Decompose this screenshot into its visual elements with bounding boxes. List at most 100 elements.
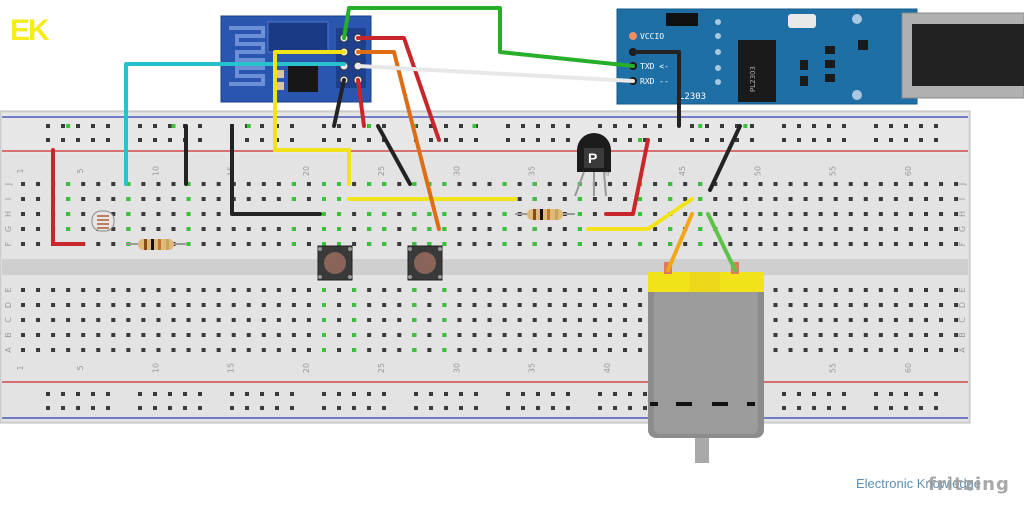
breadboard-hole — [96, 318, 101, 322]
adapter-hole — [715, 65, 721, 71]
breadboard-hole — [758, 212, 763, 216]
breadboard-hole — [126, 303, 131, 307]
breadboard-hole — [803, 333, 808, 337]
rail-hole — [275, 392, 279, 396]
rail-hole — [797, 406, 801, 410]
breadboard-hole — [863, 242, 868, 246]
rail-hole — [536, 124, 540, 128]
breadboard-hole — [397, 333, 402, 337]
breadboard-hole — [878, 348, 883, 352]
rail-hole — [322, 392, 326, 396]
breadboard-hole — [216, 348, 221, 352]
breadboard-hole — [231, 242, 236, 246]
rail-hole — [874, 406, 878, 410]
rail-hole — [183, 392, 187, 396]
rail-hole — [919, 406, 923, 410]
breadboard-hole — [848, 182, 853, 186]
rail-hole — [919, 138, 923, 142]
breadboard-hole — [502, 288, 507, 292]
rail-hole — [444, 124, 448, 128]
breadboard-hole — [833, 333, 838, 337]
breadboard-hole — [111, 242, 116, 246]
breadboard-hole — [758, 197, 763, 201]
breadboard-hole — [653, 197, 658, 201]
breadboard-hole — [472, 242, 477, 246]
connected-hole — [186, 242, 191, 246]
breadboard-hole — [231, 303, 236, 307]
breadboard-hole — [818, 288, 823, 292]
rail-hole — [337, 392, 341, 396]
breadboard-hole — [186, 318, 191, 322]
rail-hole — [782, 138, 786, 142]
rail-hole — [566, 406, 570, 410]
breadboard-hole — [171, 318, 176, 322]
connected-hole — [532, 242, 537, 246]
breadboard-hole — [728, 212, 733, 216]
connected-hole — [698, 227, 703, 231]
breadboard-hole — [276, 197, 281, 201]
breadboard-hole — [337, 348, 342, 352]
rail-hole — [322, 406, 326, 410]
connected-hole — [412, 303, 417, 307]
rail-hole — [782, 124, 786, 128]
breadboard-hole — [352, 212, 357, 216]
breadboard-hole — [502, 318, 507, 322]
rail-hole — [551, 392, 555, 396]
wire-red-transistor — [604, 138, 650, 216]
breadboard-hole — [141, 333, 146, 337]
connected-hole — [337, 227, 342, 231]
breadboard-hole — [924, 182, 928, 186]
rail-hole — [889, 392, 893, 396]
breadboard-hole — [66, 348, 71, 352]
breadboard-hole — [833, 182, 838, 186]
breadboard-hole — [111, 318, 116, 322]
breadboard-hole — [96, 303, 101, 307]
wire-black-2 — [230, 124, 322, 216]
breadboard-hole — [803, 212, 808, 216]
breadboard-hole — [848, 197, 853, 201]
breadboard-hole — [427, 288, 432, 292]
breadboard-hole — [21, 333, 25, 337]
rail-hole — [812, 138, 816, 142]
rail-hole — [198, 138, 202, 142]
breadboard-hole — [141, 182, 146, 186]
breadboard-hole — [427, 348, 432, 352]
breadboard-hole — [337, 318, 342, 322]
rail-hole — [260, 406, 264, 410]
breadboard-hole — [36, 182, 41, 186]
breadboard-hole — [81, 212, 86, 216]
connected-hole — [442, 182, 447, 186]
rail-hole — [566, 124, 570, 128]
rail-hole — [889, 406, 893, 410]
breadboard-hole — [397, 212, 402, 216]
breadboard-hole — [111, 348, 116, 352]
breadboard-hole — [773, 212, 778, 216]
breadboard-hole — [773, 227, 778, 231]
breadboard-hole — [788, 303, 793, 307]
rail-hole — [598, 392, 602, 396]
connected-hole — [382, 227, 387, 231]
breadboard-hole — [788, 227, 793, 231]
breadboard-hole — [457, 288, 462, 292]
rail-hole — [153, 406, 157, 410]
breadboard-hole — [924, 303, 928, 307]
rail-hole — [337, 124, 341, 128]
breadboard-hole — [306, 303, 311, 307]
rail-hole — [874, 392, 878, 396]
rail-hole — [598, 406, 602, 410]
breadboard-hole — [924, 333, 928, 337]
breadboard-hole — [893, 318, 898, 322]
breadboard-hole — [908, 182, 913, 186]
breadboard-hole — [547, 182, 552, 186]
breadboard-hole — [638, 303, 643, 307]
breadboard-hole — [201, 212, 206, 216]
breadboard-hole — [592, 318, 597, 322]
rail-hole — [382, 392, 386, 396]
rail-hole — [797, 138, 801, 142]
rail-hole — [613, 124, 617, 128]
connected-hole — [577, 197, 582, 201]
transistor: P — [574, 133, 611, 197]
breadboard-hole — [201, 197, 206, 201]
column-number-bottom: 55 — [829, 363, 838, 373]
